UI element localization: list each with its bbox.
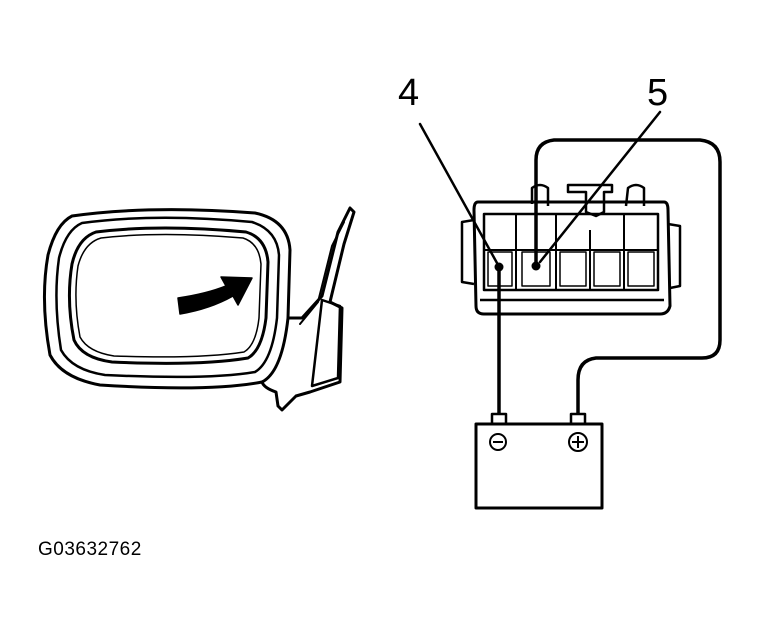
callout-terminal-4: 4: [398, 72, 420, 114]
mirror-arm-inner: [299, 221, 345, 325]
battery-terminal-negative-post: [490, 412, 508, 424]
battery: [474, 412, 604, 510]
battery-positive-icon: [568, 432, 588, 452]
connector-top-rib-left: [530, 183, 550, 206]
mirror-housing-inner-contour: [55, 216, 281, 379]
battery-body: [474, 422, 604, 510]
battery-negative-icon: [489, 433, 507, 451]
figure-code: G03632762: [38, 539, 142, 560]
connector-cavities: [484, 214, 658, 290]
leader-line-5: [538, 110, 662, 264]
callout-leaders: [418, 110, 662, 265]
mirror-connector: [460, 138, 722, 414]
connector-right-flange: [667, 222, 682, 290]
connector-body: [472, 200, 672, 316]
leader-line-4: [418, 122, 499, 265]
terminal-5-pin: [531, 261, 541, 271]
outside-mirror: [42, 206, 356, 412]
battery-terminal-positive-post: [569, 412, 587, 424]
connector-left-flange: [460, 218, 475, 286]
connector-top-rib-right: [624, 183, 646, 207]
mirror-mount-base: [310, 298, 342, 388]
callout-terminal-5: 5: [647, 72, 669, 114]
direction-arrow-icon: [177, 276, 253, 315]
mirror-housing-outline: [42, 208, 292, 390]
mirror-glass-inner-edge: [75, 233, 262, 358]
wire-positive: [534, 138, 722, 414]
mirror-glass: [67, 226, 270, 365]
mirror-arm: [260, 206, 356, 412]
connector-face: [482, 212, 660, 292]
